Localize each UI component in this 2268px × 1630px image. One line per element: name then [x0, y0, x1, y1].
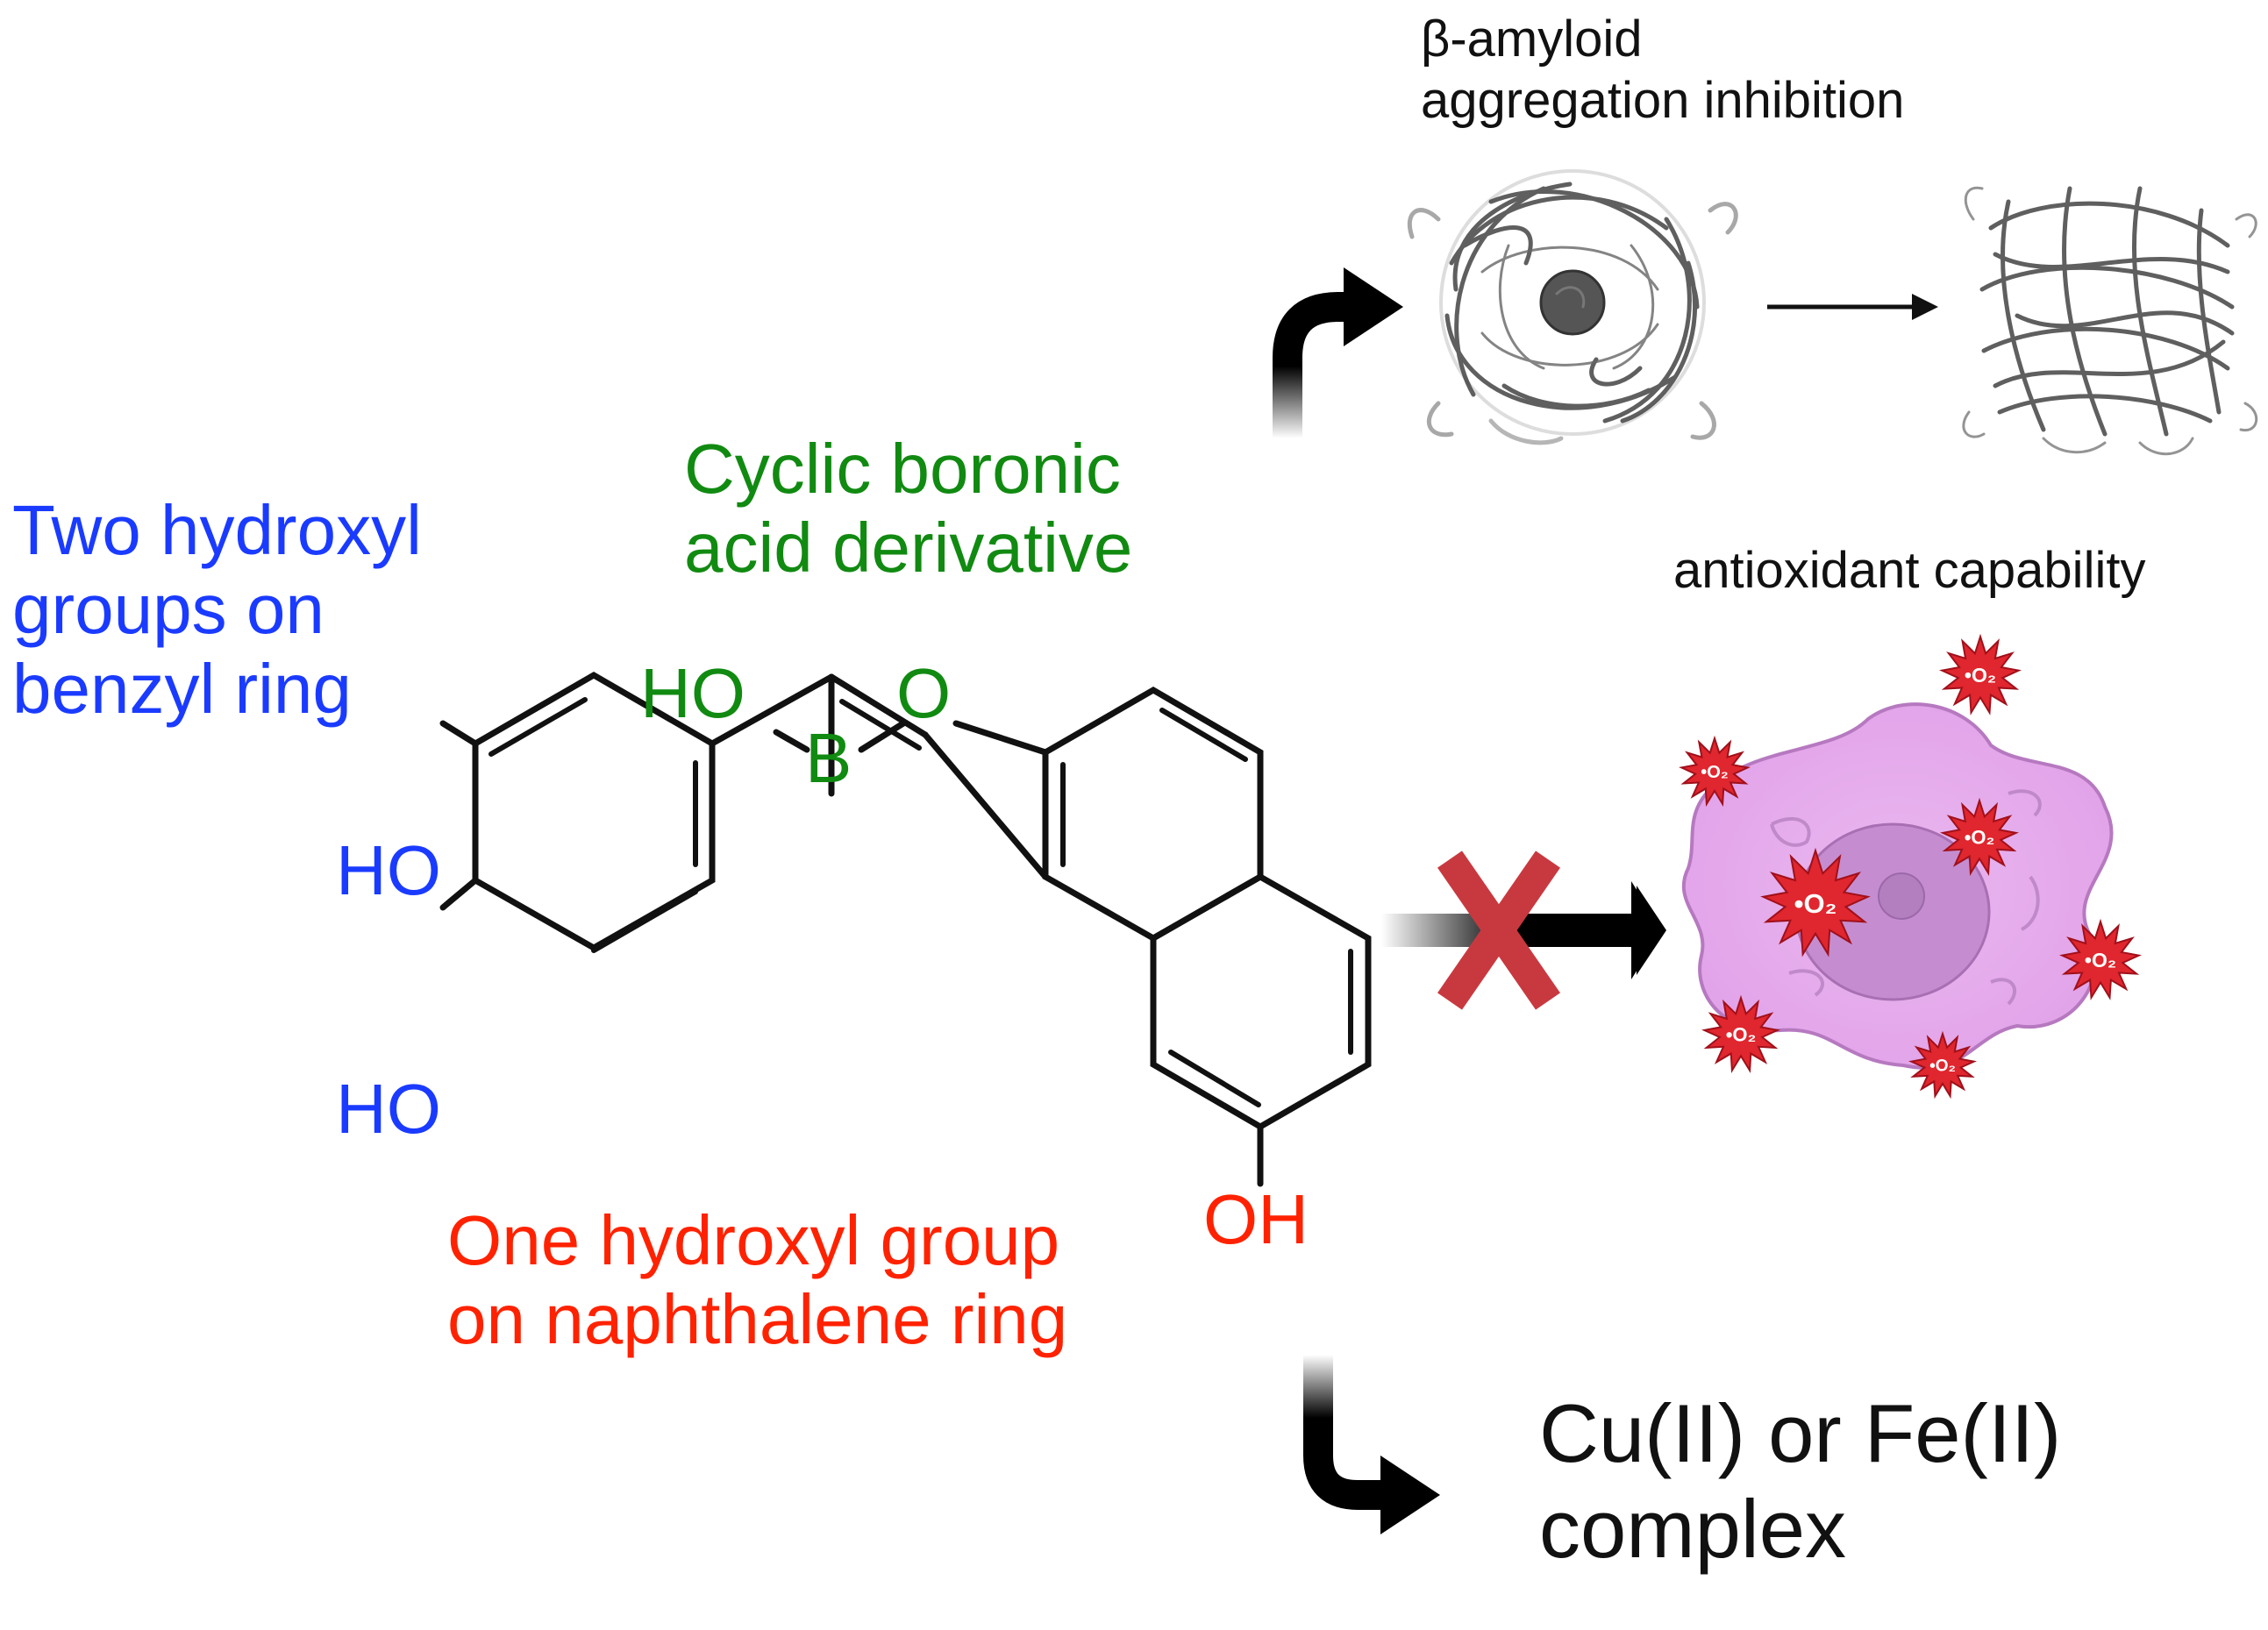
label-line: Two hydroxyl: [12, 491, 422, 569]
ros-label: •O₂: [1701, 763, 1728, 782]
cross-icon: [1437, 851, 1560, 1010]
ros-label: •O₂: [1794, 888, 1837, 919]
ros-label: •O₂: [2085, 949, 2116, 972]
molecule-structure: [439, 671, 1372, 1187]
atom-ho-bottom: HO: [336, 1070, 441, 1148]
ros-label: •O₂: [1929, 1057, 1956, 1075]
ros-star-icon: •O₂: [1940, 797, 2019, 877]
ros-star-icon: •O₂: [1701, 994, 1780, 1074]
label-line: groups on: [12, 570, 325, 649]
cell-icon: [1681, 702, 2114, 1070]
ros-star-icon: •O₂: [2059, 918, 2142, 1000]
label-line: β-amyloid: [1421, 11, 1643, 68]
ros-stars: •O₂ •O₂ •O₂ •O₂ •O₂ •O₂ •O₂: [1679, 633, 2142, 1100]
arrow-icon: [1767, 294, 1938, 320]
curved-arrow-up-icon: [1273, 267, 1403, 438]
ros-star-icon: •O₂: [1939, 633, 2022, 715]
naphthalene-hydroxyl-label: One hydroxyl group on naphthalene ring: [447, 1201, 1067, 1360]
label-line: aggregation inhibition: [1421, 71, 1905, 129]
metal-complex-label: Cu(II) or Fe(II) complex: [1539, 1385, 2061, 1577]
benzyl-hydroxyls-label: Two hydroxyl groups on benzyl ring: [12, 491, 422, 729]
label-line: on naphthalene ring: [447, 1280, 1068, 1359]
atom-ho-top: HO: [336, 831, 441, 909]
label-line: One hydroxyl group: [447, 1201, 1060, 1279]
label-line: acid derivative: [684, 509, 1133, 587]
amyloid-fibril-icon: [1962, 186, 2258, 456]
atom-ring-oxygen: O: [896, 654, 951, 732]
ros-star-icon: •O₂: [1760, 847, 1871, 957]
ros-label: •O₂: [1726, 1024, 1757, 1046]
amyloid-label: β-amyloid aggregation inhibition: [1421, 9, 1904, 131]
atom-ho-boron: HO: [640, 654, 745, 732]
ros-star-icon: •O₂: [1908, 1030, 1977, 1100]
label-line: Cu(II) or Fe(II): [1539, 1387, 2062, 1479]
label-line: complex: [1539, 1483, 1847, 1576]
amyloid-aggregate-icon: [1407, 169, 1738, 445]
ros-label: •O₂: [1965, 664, 1996, 687]
atom-oh-naphthalene: OH: [1203, 1180, 1309, 1258]
cyclic-boronic-label: Cyclic boronic acid derivative: [684, 430, 1132, 588]
antioxidant-label: antioxidant capability: [1673, 542, 2146, 599]
bond: [922, 731, 1049, 880]
curved-arrow-down-icon: [1303, 1355, 1440, 1534]
label-line: Cyclic boronic: [684, 430, 1121, 508]
ros-star-icon: •O₂: [1679, 735, 1751, 808]
label-line: benzyl ring: [12, 649, 352, 728]
atom-boron: B: [805, 719, 852, 797]
ros-label: •O₂: [1965, 827, 1995, 849]
